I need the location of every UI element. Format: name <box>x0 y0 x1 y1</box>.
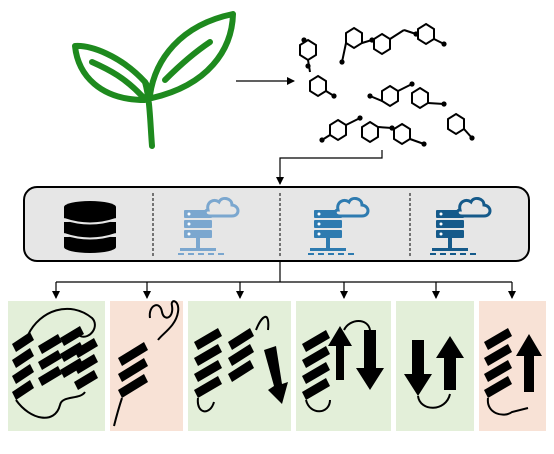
helix-helix-strand-structure <box>194 315 288 413</box>
database-rings <box>63 218 117 240</box>
pipeline-panel <box>23 186 530 262</box>
helical-bundle-structure <box>12 308 98 419</box>
cloud-server-icon <box>430 196 492 255</box>
molecule-atoms <box>301 31 475 147</box>
plant-sprout-icon <box>72 11 236 149</box>
cloud-server-icon <box>178 196 240 255</box>
database-icon <box>64 201 116 253</box>
helix-strand-strand-structure <box>302 320 384 413</box>
molecule-structures-icon <box>299 22 473 146</box>
helix-loop-structure <box>113 300 180 427</box>
strand-strand-structure <box>404 336 464 409</box>
fanout-arrows <box>52 262 516 299</box>
arrow-molecules-to-pipeline <box>276 150 383 185</box>
cloud-server-icon <box>308 196 370 255</box>
helix-strand-structure <box>484 328 542 416</box>
structure-panel-strand-strand <box>396 301 474 431</box>
